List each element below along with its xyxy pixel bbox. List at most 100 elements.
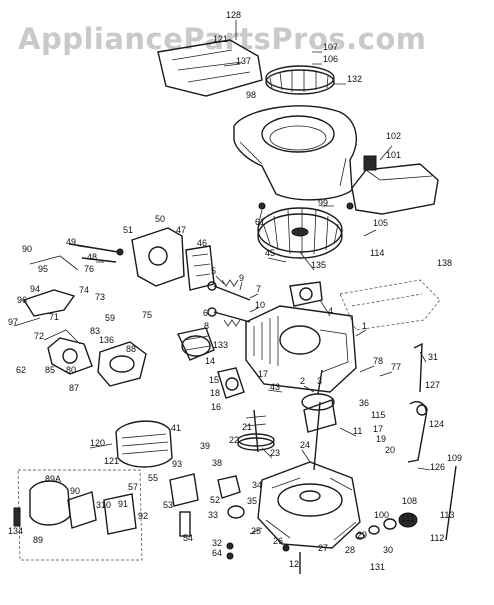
part-label-127: 127 (425, 380, 440, 390)
part-label-112: 112 (430, 533, 444, 543)
part-label-92: 92 (138, 511, 148, 521)
part-label-7: 7 (256, 284, 261, 294)
part-camshaft (237, 409, 275, 453)
part-label-85: 85 (45, 365, 55, 375)
part-label-94: 94 (30, 284, 40, 294)
part-label-80: 80 (66, 365, 76, 375)
part-label-18: 18 (210, 388, 220, 398)
part-fasteners (13, 202, 354, 574)
part-label-88: 88 (126, 344, 136, 354)
part-label-3: 3 (317, 376, 322, 386)
part-label-47: 47 (176, 225, 186, 235)
part-label-135: 135 (311, 260, 326, 270)
part-air-cleaner (115, 420, 173, 468)
part-muffler (17, 469, 143, 561)
part-label-51: 51 (123, 225, 133, 235)
leader-lines (77, 20, 431, 535)
part-label-96: 96 (17, 295, 27, 305)
part-label-90: 90 (70, 486, 80, 496)
part-label-57: 57 (128, 482, 138, 492)
part-label-74: 74 (79, 285, 89, 295)
part-label-39: 39 (200, 441, 210, 451)
part-label-17: 17 (373, 424, 383, 434)
part-shield-138 (339, 279, 441, 331)
part-label-15: 15 (209, 375, 219, 385)
part-label-26: 26 (273, 536, 283, 546)
part-carburetor (69, 227, 215, 291)
part-label-133: 133 (213, 340, 228, 350)
part-label-128: 128 (226, 10, 241, 20)
part-label-124: 124 (429, 419, 444, 429)
part-label-97: 97 (8, 317, 18, 327)
part-label-2: 2 (300, 376, 305, 386)
part-label-77: 77 (391, 362, 401, 372)
part-label-108: 108 (402, 496, 417, 506)
part-label-55: 55 (148, 473, 158, 483)
part-label-131: 131 (370, 562, 385, 572)
part-label-9: 9 (239, 273, 244, 283)
part-label-19: 19 (376, 434, 386, 444)
part-label-64: 64 (212, 548, 222, 558)
part-flywheel (257, 207, 343, 259)
part-blower-housing (233, 105, 358, 201)
part-label-34: 34 (252, 480, 262, 490)
part-label-89A: 89A (45, 474, 61, 484)
part-top-cover (157, 39, 263, 97)
part-label-23: 23 (270, 448, 280, 458)
part-label-310: 310 (96, 500, 111, 510)
part-fuel-tank (351, 155, 439, 215)
part-label-89: 89 (33, 535, 43, 545)
part-label-120: 120 (90, 438, 105, 448)
part-label-105: 105 (373, 218, 388, 228)
part-label-99: 99 (318, 198, 328, 208)
part-valves (207, 279, 251, 327)
part-label-17: 17 (258, 369, 268, 379)
part-label-62: 62 (16, 365, 26, 375)
part-shaft-assembly (355, 465, 457, 541)
part-label-10: 10 (255, 300, 265, 310)
part-label-49: 49 (66, 237, 76, 247)
part-label-71: 71 (49, 312, 59, 322)
part-label-61: 61 (255, 217, 265, 227)
part-label-114: 114 (370, 248, 384, 258)
part-label-76: 76 (84, 264, 94, 274)
part-label-45: 45 (265, 248, 275, 258)
part-label-50: 50 (155, 214, 165, 224)
part-label-21: 21 (242, 422, 252, 432)
part-label-8: 8 (204, 321, 209, 331)
part-label-12: 12 (289, 559, 299, 569)
part-label-93: 93 (172, 459, 182, 469)
part-label-35: 35 (247, 496, 257, 506)
part-label-25: 25 (251, 526, 261, 536)
part-label-30: 30 (383, 545, 393, 555)
part-label-28: 28 (345, 545, 355, 555)
part-label-29: 29 (357, 530, 367, 540)
part-label-27: 27 (318, 543, 328, 553)
part-label-107: 107 (323, 42, 338, 52)
part-label-132: 132 (347, 74, 362, 84)
part-label-4: 4 (328, 306, 333, 316)
part-label-121: 121 (104, 456, 119, 466)
part-label-59: 59 (105, 313, 115, 323)
part-label-14: 14 (205, 356, 215, 366)
part-label-24: 24 (300, 440, 310, 450)
part-label-73: 73 (95, 292, 105, 302)
part-label-46: 46 (197, 238, 207, 248)
part-label-87: 87 (69, 383, 79, 393)
part-crankcase-sump (257, 461, 361, 549)
part-label-136: 136 (99, 335, 114, 345)
part-label-11: 11 (353, 426, 362, 436)
part-label-121: 121 (213, 34, 228, 44)
part-piston (176, 327, 245, 399)
part-label-32: 32 (212, 538, 222, 548)
part-label-111: 111 (401, 513, 415, 523)
watermark-text: AppliancePartsPros.com (18, 22, 426, 56)
part-label-53: 53 (163, 500, 173, 510)
part-label-36: 36 (359, 398, 369, 408)
part-label-137: 137 (236, 56, 251, 66)
part-label-33: 33 (208, 510, 218, 520)
part-label-31: 31 (428, 352, 438, 362)
part-label-101: 101 (386, 150, 401, 160)
